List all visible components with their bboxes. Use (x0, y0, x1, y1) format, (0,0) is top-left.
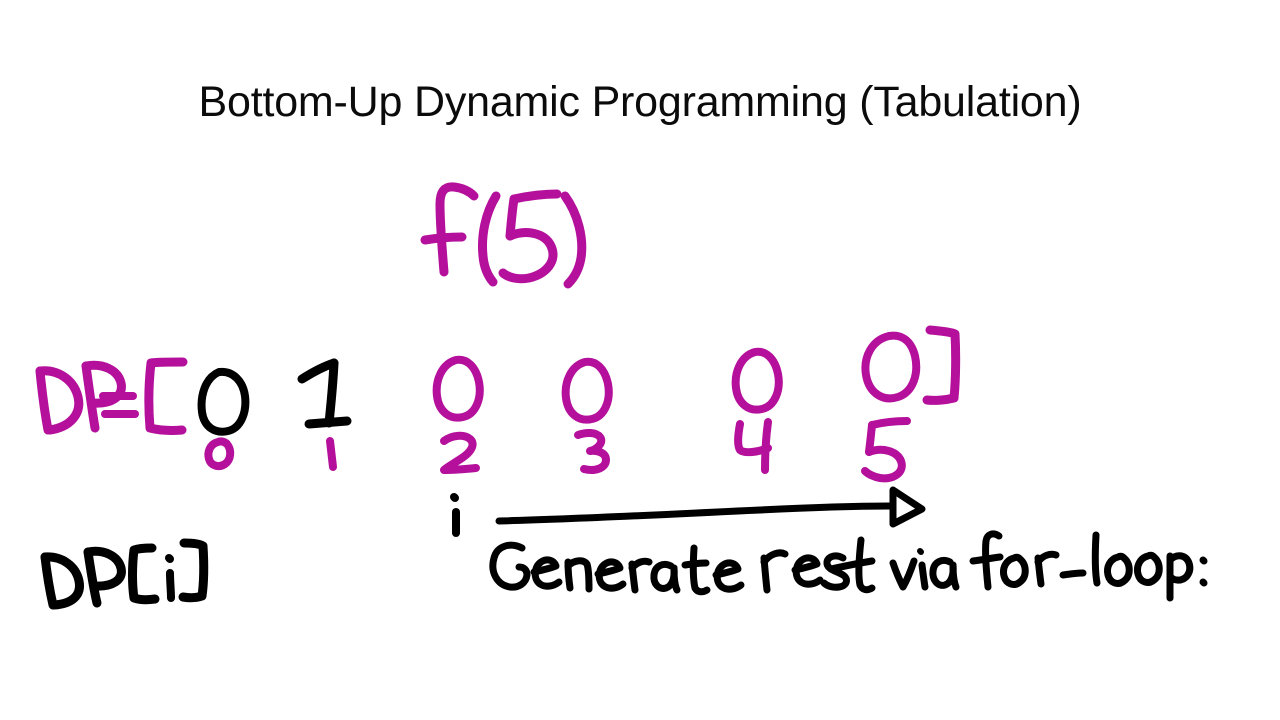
dp-cell-3-value (561, 357, 613, 424)
for-loop-arrow (495, 486, 926, 528)
array-label-dp-equals (35, 360, 139, 435)
dp-cell-5-value (861, 331, 921, 403)
pointer-label-i (450, 493, 460, 537)
page-title: Bottom-Up Dynamic Programming (Tabulatio… (198, 78, 1082, 126)
for-loop-caption (489, 530, 1208, 602)
dp-cell-4-index (734, 418, 772, 474)
array-open-bracket (144, 357, 188, 435)
dp-cell-1-index (326, 437, 337, 471)
dp-cell-2-index (440, 431, 480, 474)
lookup-expression-dp-i (40, 538, 209, 610)
dp-cell-3-index (574, 428, 610, 474)
dp-cell-5-index (861, 417, 911, 483)
dp-cell-1-value (297, 358, 352, 429)
dp-cell-0-value (197, 367, 250, 436)
array-close-bracket (922, 325, 961, 405)
call-expression-f5 (420, 182, 587, 289)
dp-cell-0-index (204, 437, 235, 471)
dp-cell-4-value (731, 347, 783, 414)
dp-cell-2-value (432, 355, 484, 422)
